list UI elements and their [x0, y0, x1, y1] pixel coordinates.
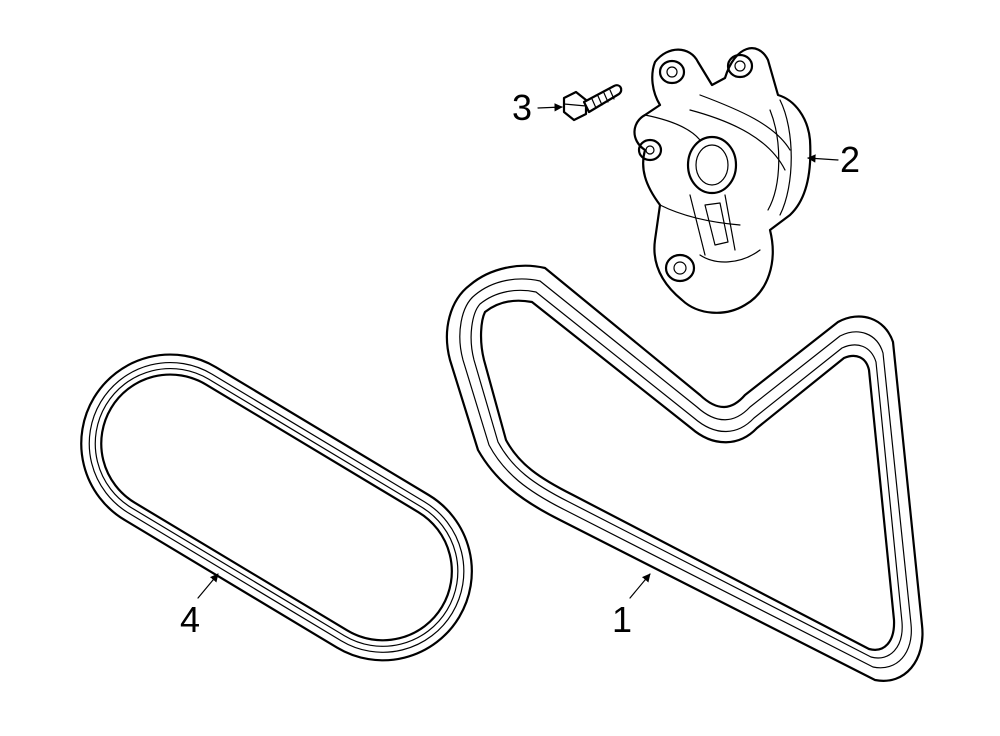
callout-3-leader — [537, 103, 563, 112]
callout-4-leader — [197, 573, 219, 599]
callout-label-4: 4 — [180, 599, 200, 640]
belt-main[interactable] — [445, 264, 924, 682]
callout-label-1: 1 — [612, 599, 632, 640]
belt-secondary[interactable] — [48, 321, 505, 693]
bolt[interactable] — [562, 84, 623, 122]
callout-2-leader — [807, 154, 839, 163]
callout-label-2: 2 — [840, 139, 860, 180]
callout-label-3: 3 — [512, 87, 532, 128]
callout-1-leader — [629, 573, 651, 599]
tensioner-assembly[interactable] — [633, 47, 812, 314]
